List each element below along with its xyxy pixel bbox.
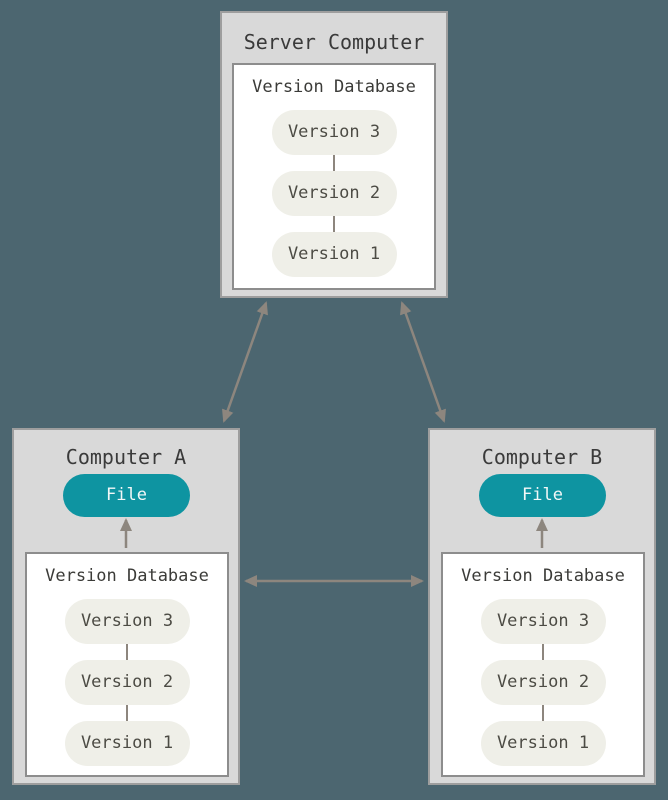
version-pill: Version 1 (271, 232, 397, 277)
computer-a-node: Computer A File Version Database Version… (12, 428, 240, 785)
computer-b-node: Computer B File Version Database Version… (428, 428, 656, 785)
version-pill: Version 1 (480, 721, 606, 766)
pill-connector-line (126, 644, 128, 660)
server-version-database-panel: Version Database Version 3 Version 2 Ver… (232, 63, 436, 290)
version-pill: Version 3 (480, 599, 606, 644)
arrow-server-computer-a (222, 301, 268, 423)
version-pill: Version 2 (64, 660, 190, 705)
version-pill: Version 2 (271, 171, 397, 216)
computer-a-version-stack: Version 3 Version 2 Version 1 (64, 599, 190, 766)
computer-b-version-stack: Version 3 Version 2 Version 1 (480, 599, 606, 766)
version-pill: Version 3 (271, 110, 397, 155)
pill-connector-line (333, 216, 335, 232)
version-pill: Version 3 (64, 599, 190, 644)
version-pill: Version 2 (480, 660, 606, 705)
computer-a-version-database-panel: Version Database Version 3 Version 2 Ver… (25, 552, 229, 777)
computer-a-file-pill: File (63, 474, 190, 517)
pill-connector-line (542, 705, 544, 721)
pill-connector-line (542, 644, 544, 660)
version-pill: Version 1 (64, 721, 190, 766)
computer-a-title: Computer A (65, 445, 187, 469)
server-version-database-title: Version Database (252, 77, 416, 97)
server-computer-title: Server Computer (243, 30, 425, 54)
server-computer-node: Server Computer Version Database Version… (220, 11, 448, 298)
computer-b-version-database-title: Version Database (461, 566, 625, 586)
arrow-server-computer-b (400, 301, 446, 423)
computer-b-file-pill: File (479, 474, 606, 517)
server-version-stack: Version 3 Version 2 Version 1 (271, 110, 397, 277)
computer-b-version-database-panel: Version Database Version 3 Version 2 Ver… (441, 552, 645, 777)
computer-a-version-database-title: Version Database (45, 566, 209, 586)
pill-connector-line (126, 705, 128, 721)
pill-connector-line (333, 155, 335, 171)
computer-b-title: Computer B (481, 445, 603, 469)
